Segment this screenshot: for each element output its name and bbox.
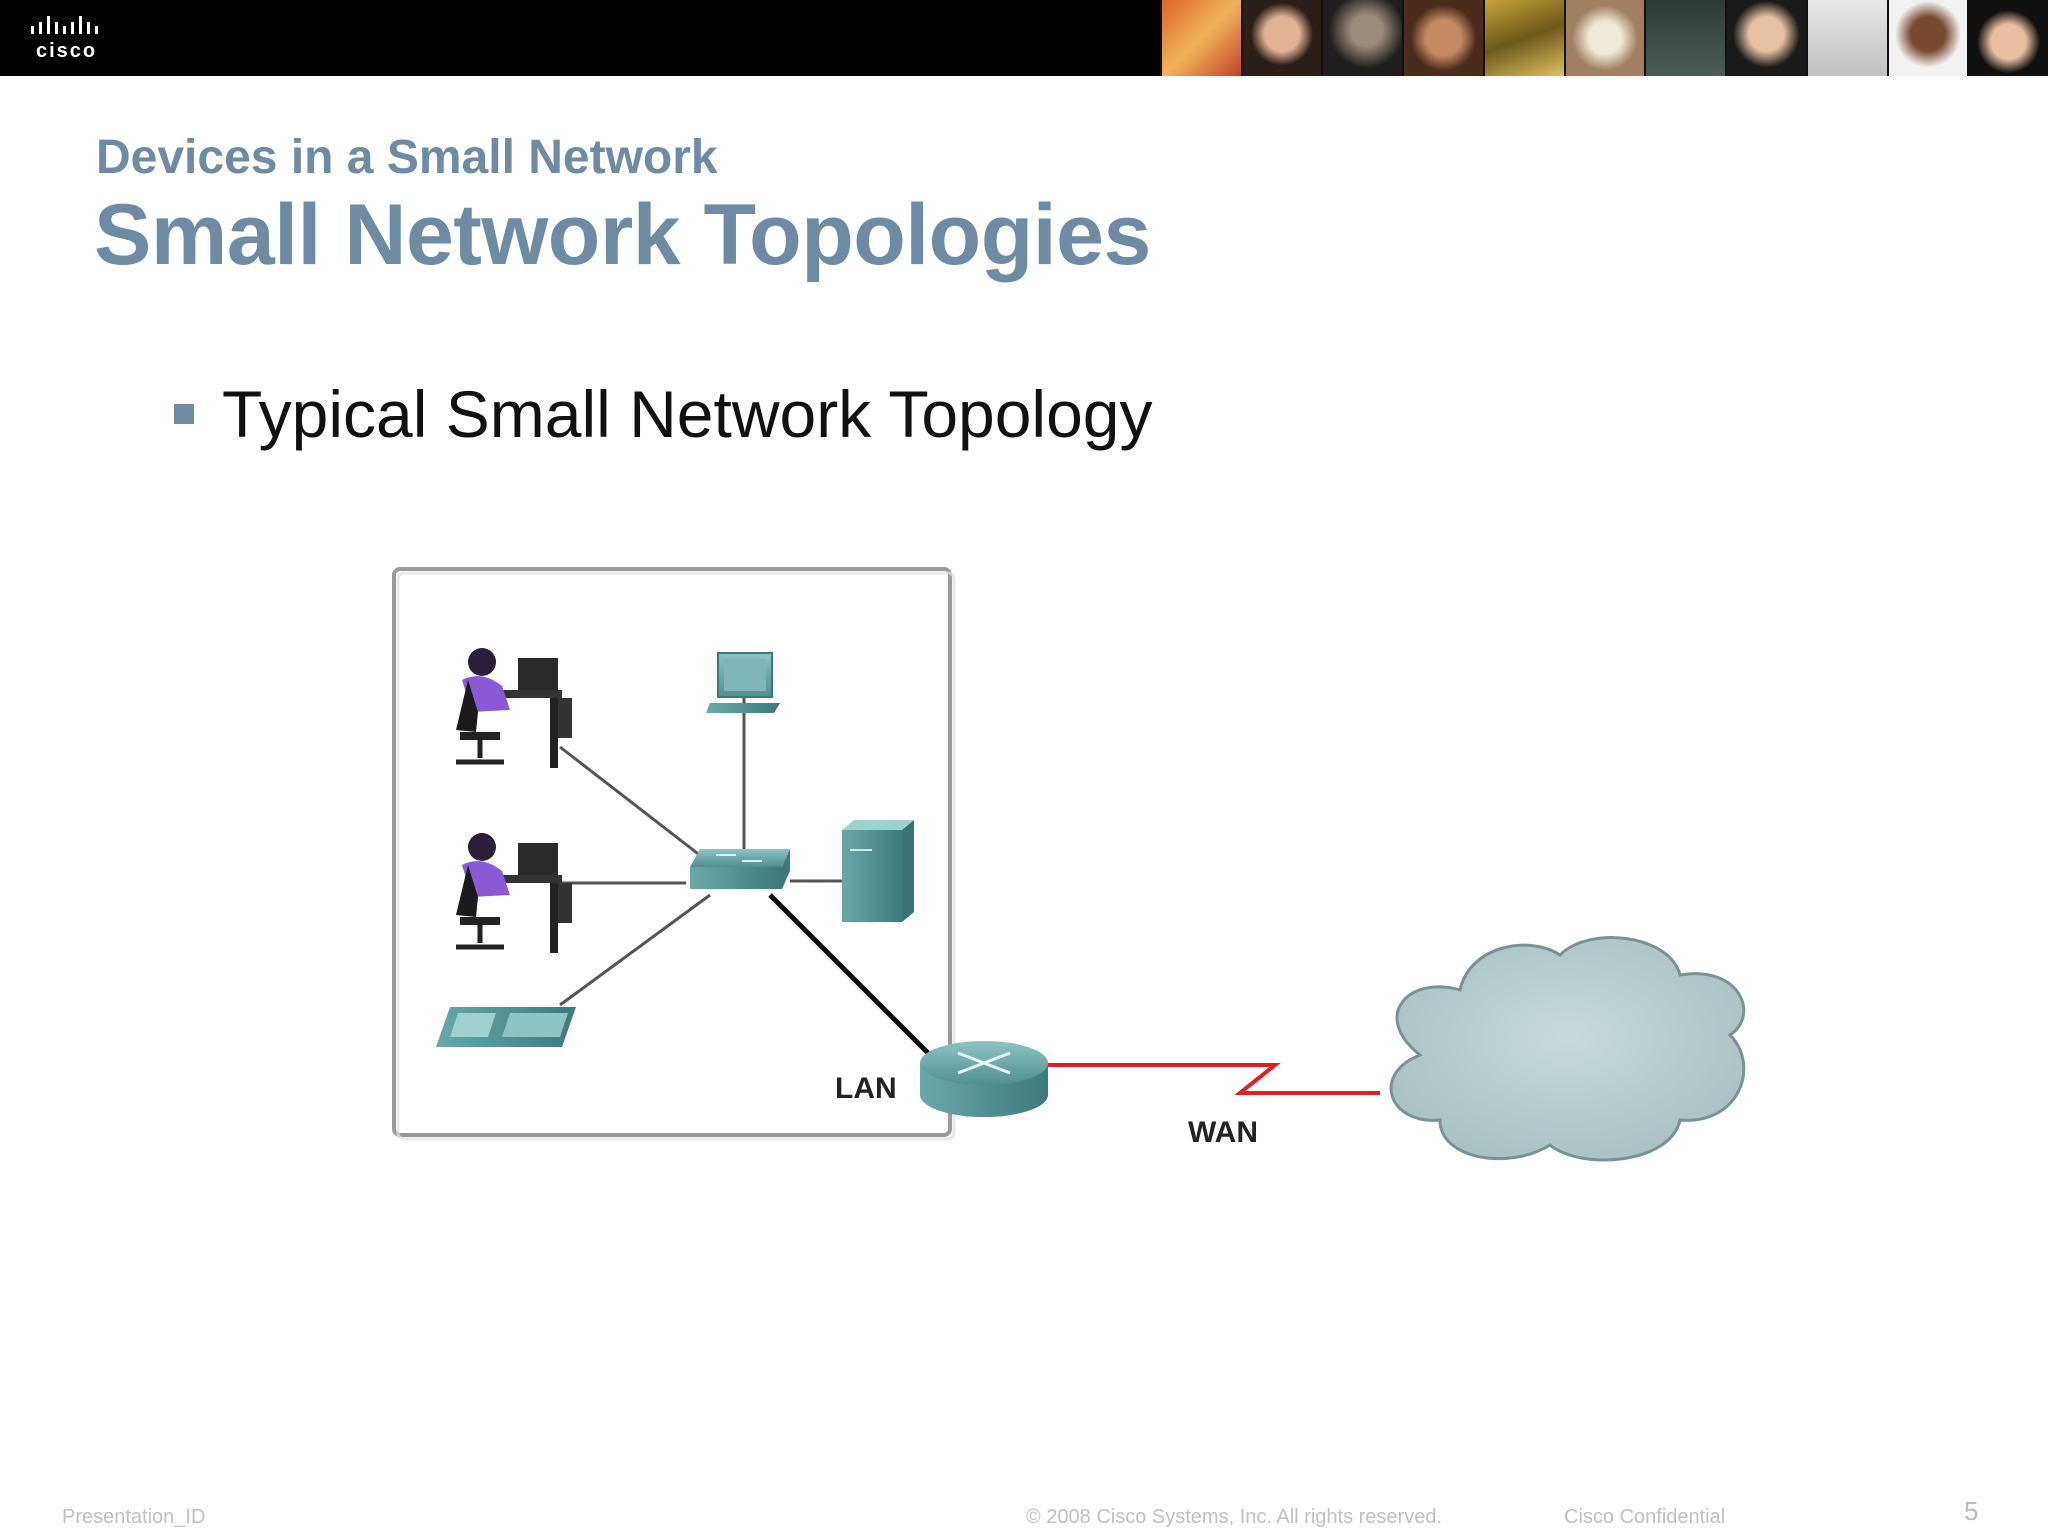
header-photo bbox=[1886, 0, 1968, 76]
pc-icon bbox=[706, 652, 780, 713]
header-photo bbox=[1321, 0, 1403, 76]
header-photo bbox=[1805, 0, 1887, 76]
header-photo-strip bbox=[1160, 0, 2048, 76]
wan-label: WAN bbox=[1188, 1116, 1258, 1149]
footer-copyright: © 2008 Cisco Systems, Inc. All rights re… bbox=[1026, 1506, 1443, 1528]
header-photo bbox=[1240, 0, 1322, 76]
footer-confidential: Cisco Confidential bbox=[1564, 1506, 1726, 1528]
cisco-logo bbox=[31, 16, 98, 34]
footer-presentation-id: Presentation_ID bbox=[62, 1506, 206, 1528]
ip-phone-icon bbox=[436, 1007, 576, 1047]
header-photo bbox=[1967, 0, 2048, 76]
header-photo bbox=[1644, 0, 1726, 76]
server-icon bbox=[842, 820, 914, 922]
slide-title: Small Network Topologies bbox=[94, 187, 1151, 283]
workstation-user-icon bbox=[456, 648, 572, 768]
header-bar: cisco bbox=[0, 0, 2048, 76]
switch-router-link bbox=[768, 893, 937, 1062]
slide-subtitle: Devices in a Small Network bbox=[96, 131, 718, 184]
header-photo bbox=[1402, 0, 1483, 76]
cisco-wordmark: cisco bbox=[36, 40, 98, 62]
header-photo bbox=[1482, 0, 1564, 76]
bullet-marker bbox=[174, 404, 194, 424]
network-topology-diagram: LAN WAN bbox=[392, 567, 1746, 1162]
bullet-text: Typical Small Network Topology bbox=[222, 377, 1153, 451]
router-icon bbox=[920, 1041, 1048, 1117]
lan-boundary bbox=[392, 567, 952, 1137]
lan-label: LAN bbox=[835, 1072, 897, 1105]
page-number: 5 bbox=[1964, 1496, 1979, 1526]
header-photo bbox=[1725, 0, 1806, 76]
header-photo bbox=[1563, 0, 1645, 76]
switch-icon bbox=[690, 849, 790, 889]
internet-cloud-icon bbox=[1389, 936, 1746, 1162]
header-photo bbox=[1160, 0, 1241, 76]
workstation-user-icon bbox=[456, 833, 572, 953]
wan-link bbox=[1040, 1063, 1380, 1095]
lan-links bbox=[559, 695, 842, 1007]
